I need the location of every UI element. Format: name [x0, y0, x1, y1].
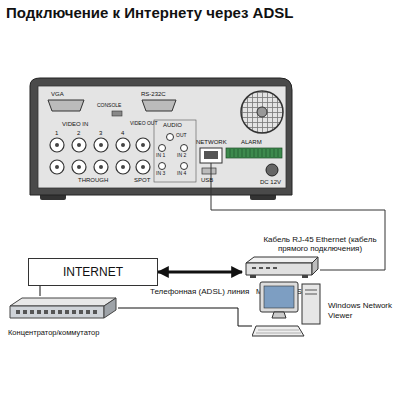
pc-icon	[252, 278, 324, 344]
fan-grille	[241, 91, 283, 133]
audio-frame	[154, 120, 196, 182]
panel-label: IN 4	[177, 171, 186, 177]
panel-label: 1	[55, 130, 58, 137]
rs232-port	[142, 100, 176, 111]
panel-label: OUT	[176, 133, 187, 139]
rj45-socket	[204, 151, 218, 159]
bnc-pins	[55, 143, 145, 169]
modem-icon	[242, 255, 320, 281]
panel-label: IN 2	[177, 153, 186, 159]
hub-icon	[8, 296, 118, 322]
power-socket	[266, 164, 278, 176]
alarm-terminal	[226, 148, 282, 158]
panel-label: DC 12V	[260, 179, 281, 186]
title: Подключение к Интернету через ADSL	[6, 5, 293, 22]
internet-box: INTERNET	[28, 258, 158, 286]
device-label: Концентратор/коммутатор	[8, 328, 118, 337]
hub-node: Концентратор/коммутатор	[8, 296, 118, 337]
panel-label: VGA	[51, 91, 64, 98]
panel-label: CONSOLE	[97, 103, 121, 109]
panel-label: 2	[77, 130, 80, 137]
bnc-connectors	[50, 138, 150, 174]
panel-label: USB	[201, 177, 213, 184]
panel-label: VIDEO OUT	[130, 121, 158, 127]
audio-jacks	[159, 134, 188, 170]
panel-label: AUDIO	[163, 122, 182, 129]
panel-label: IN 3	[156, 171, 165, 177]
cable-label: Кабель RJ-45 Ethernet (кабель прямого по…	[256, 236, 384, 254]
panel-label: THROUGH	[78, 177, 108, 184]
vga-port	[48, 100, 84, 111]
node-text: INTERNET	[29, 265, 157, 279]
ethernet-cable	[211, 163, 385, 270]
alarm-pins	[230, 149, 278, 157]
panel-label: SPOT	[134, 177, 150, 184]
panel-label: RS-232C	[141, 91, 166, 98]
panel-label: 4	[121, 130, 124, 137]
usb-port	[202, 168, 216, 174]
fan-hub	[257, 107, 267, 117]
edge-label: Телефонная (ADSL) линия	[149, 288, 250, 297]
network-line	[118, 308, 252, 326]
dvr-body	[30, 78, 292, 195]
panel-label: ALARM	[241, 139, 262, 146]
panel-label: 3	[99, 130, 102, 137]
device-label: Windows Network Viewer	[328, 301, 392, 320]
network-line	[40, 286, 41, 296]
panel-label: VIDEO IN	[62, 121, 88, 128]
dvr-panel	[38, 86, 286, 188]
adsl-arrow	[158, 271, 242, 274]
console-port	[112, 111, 122, 116]
rj45-port	[200, 148, 222, 163]
panel-label: IN 1	[156, 153, 165, 159]
panel-label: NETWORK	[196, 139, 227, 146]
pc-node: Windows Network Viewer	[252, 278, 392, 344]
